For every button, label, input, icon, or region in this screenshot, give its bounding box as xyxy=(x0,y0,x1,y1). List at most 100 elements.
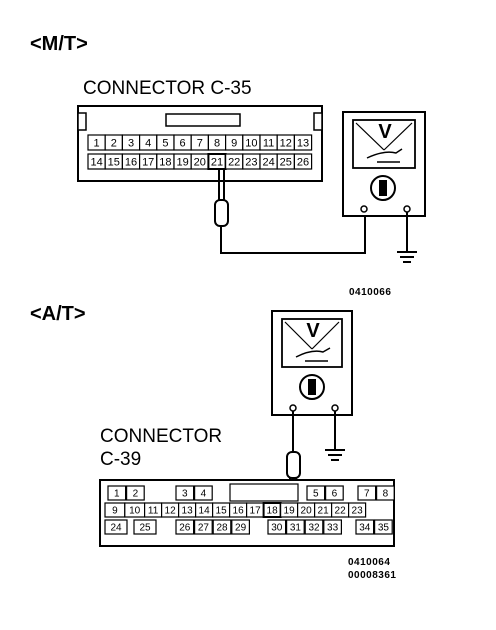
at-pin-label: 23 xyxy=(352,506,364,517)
at-pin-cell xyxy=(194,485,213,501)
at-pin-label: 9 xyxy=(112,506,118,517)
at-pin-cell xyxy=(348,502,367,518)
at-pin-label: 6 xyxy=(332,489,338,500)
mt-pin-cell xyxy=(293,134,313,151)
at-pin-label: 28 xyxy=(216,523,228,534)
at-pin-label: 8 xyxy=(383,489,389,500)
at-pin-cell xyxy=(267,519,287,535)
mt-pin-label: 9 xyxy=(231,137,237,149)
at-pin-label: 17 xyxy=(250,506,262,517)
at-pin-cell xyxy=(374,519,393,535)
at-pin-label: 32 xyxy=(308,523,320,534)
at-pin-cell xyxy=(231,519,251,535)
mt-pin-label: 13 xyxy=(297,137,309,149)
mt-pin-label: 4 xyxy=(145,137,151,149)
at-pin-label: 10 xyxy=(129,506,141,517)
at-pin-cell xyxy=(357,485,377,501)
mt-probe xyxy=(214,170,366,254)
at-pin-label: 4 xyxy=(201,489,207,500)
at-pin-label: 34 xyxy=(359,523,371,534)
at-pin-label: 30 xyxy=(271,523,283,534)
at-pin-cell xyxy=(194,519,213,535)
at-pin-label: 33 xyxy=(327,523,339,534)
at-pin-label: 5 xyxy=(313,489,319,500)
mt-pin-label: 23 xyxy=(245,156,257,168)
at-connector-label-line2: C-39 xyxy=(100,449,142,470)
at-pin-label: 31 xyxy=(290,523,302,534)
at-pin-label: 22 xyxy=(335,506,347,517)
at-pin-label: 19 xyxy=(284,506,296,517)
mt-pin-label: 5 xyxy=(162,137,168,149)
mt-pin-label: 8 xyxy=(214,137,220,149)
at-pin-label: 21 xyxy=(318,506,330,517)
at-pin-label: 15 xyxy=(216,506,228,517)
mt-pin-label: 17 xyxy=(142,156,154,168)
mt-pin-label: 25 xyxy=(280,156,292,168)
at-pin-label: 2 xyxy=(133,489,139,500)
at-voltmeter: V xyxy=(271,310,353,461)
mt-pin-label: 24 xyxy=(262,156,274,168)
mt-section-label: <M/T> xyxy=(30,33,88,55)
at-pin-label: 29 xyxy=(235,523,247,534)
at-pin-label: 20 xyxy=(301,506,313,517)
mt-meter-symbol: V xyxy=(378,121,392,143)
at-pin-cell xyxy=(325,485,344,501)
at-pin-label: 7 xyxy=(364,489,370,500)
at-pin-label: 12 xyxy=(165,506,177,517)
at-figure-code-2: 00008361 xyxy=(348,570,397,581)
mt-pin-label: 16 xyxy=(125,156,137,168)
mt-pin-label: 21 xyxy=(211,156,223,168)
mt-pin-label: 20 xyxy=(194,156,206,168)
mt-pin-label: 14 xyxy=(90,156,102,168)
at-pin-label: 13 xyxy=(182,506,194,517)
at-pin-label: 24 xyxy=(110,523,122,534)
at-meter-symbol: V xyxy=(306,320,320,342)
at-pin-label: 18 xyxy=(267,506,279,517)
mt-pin-label: 26 xyxy=(297,156,309,168)
at-pin-label: 14 xyxy=(199,506,211,517)
at-pin-label: 11 xyxy=(148,506,159,517)
at-pin-cell xyxy=(104,519,128,535)
at-pin-cell xyxy=(133,519,157,535)
mt-pin-label: 18 xyxy=(159,156,171,168)
at-pin-cell xyxy=(212,519,232,535)
mt-pin-label: 2 xyxy=(111,137,117,149)
mt-voltmeter: V xyxy=(342,111,426,263)
at-pin-cell xyxy=(306,485,326,501)
at-pin-cell xyxy=(175,519,195,535)
at-pin-label: 27 xyxy=(198,523,210,534)
mt-pin-label: 1 xyxy=(94,137,100,149)
at-pin-cell xyxy=(175,485,195,501)
at-pin-cell xyxy=(376,485,395,501)
mt-pin-label: 12 xyxy=(280,137,292,149)
at-pin-label: 35 xyxy=(378,523,390,534)
at-pin-cell xyxy=(323,519,342,535)
at-pin-cell xyxy=(355,519,375,535)
mt-pin-label: 15 xyxy=(108,156,120,168)
mt-pin-label: 7 xyxy=(197,137,203,149)
at-connector-label-line1: CONNECTOR xyxy=(100,426,223,447)
mt-pin-label: 3 xyxy=(128,137,134,149)
at-section-label: <A/T> xyxy=(30,303,86,325)
mt-figure-code: 0410066 xyxy=(349,287,392,298)
at-pin-cell xyxy=(304,519,324,535)
mt-pin-label: 19 xyxy=(176,156,188,168)
at-pin-cell xyxy=(107,485,127,501)
at-pin-label: 16 xyxy=(233,506,245,517)
mt-connector-label: CONNECTOR C-35 xyxy=(83,78,252,99)
at-pin-label: 3 xyxy=(182,489,188,500)
at-pin-cell xyxy=(125,485,145,501)
mt-pin-cell xyxy=(293,153,313,170)
mt-pin-label: 10 xyxy=(245,137,257,149)
mt-pin-label: 11 xyxy=(263,137,274,149)
at-pin-label: 25 xyxy=(139,523,151,534)
at-figure-code-1: 0410064 xyxy=(348,557,391,568)
mt-pin-label: 6 xyxy=(180,137,186,149)
mt-pin-label: 22 xyxy=(228,156,240,168)
at-pin-cell xyxy=(286,519,305,535)
